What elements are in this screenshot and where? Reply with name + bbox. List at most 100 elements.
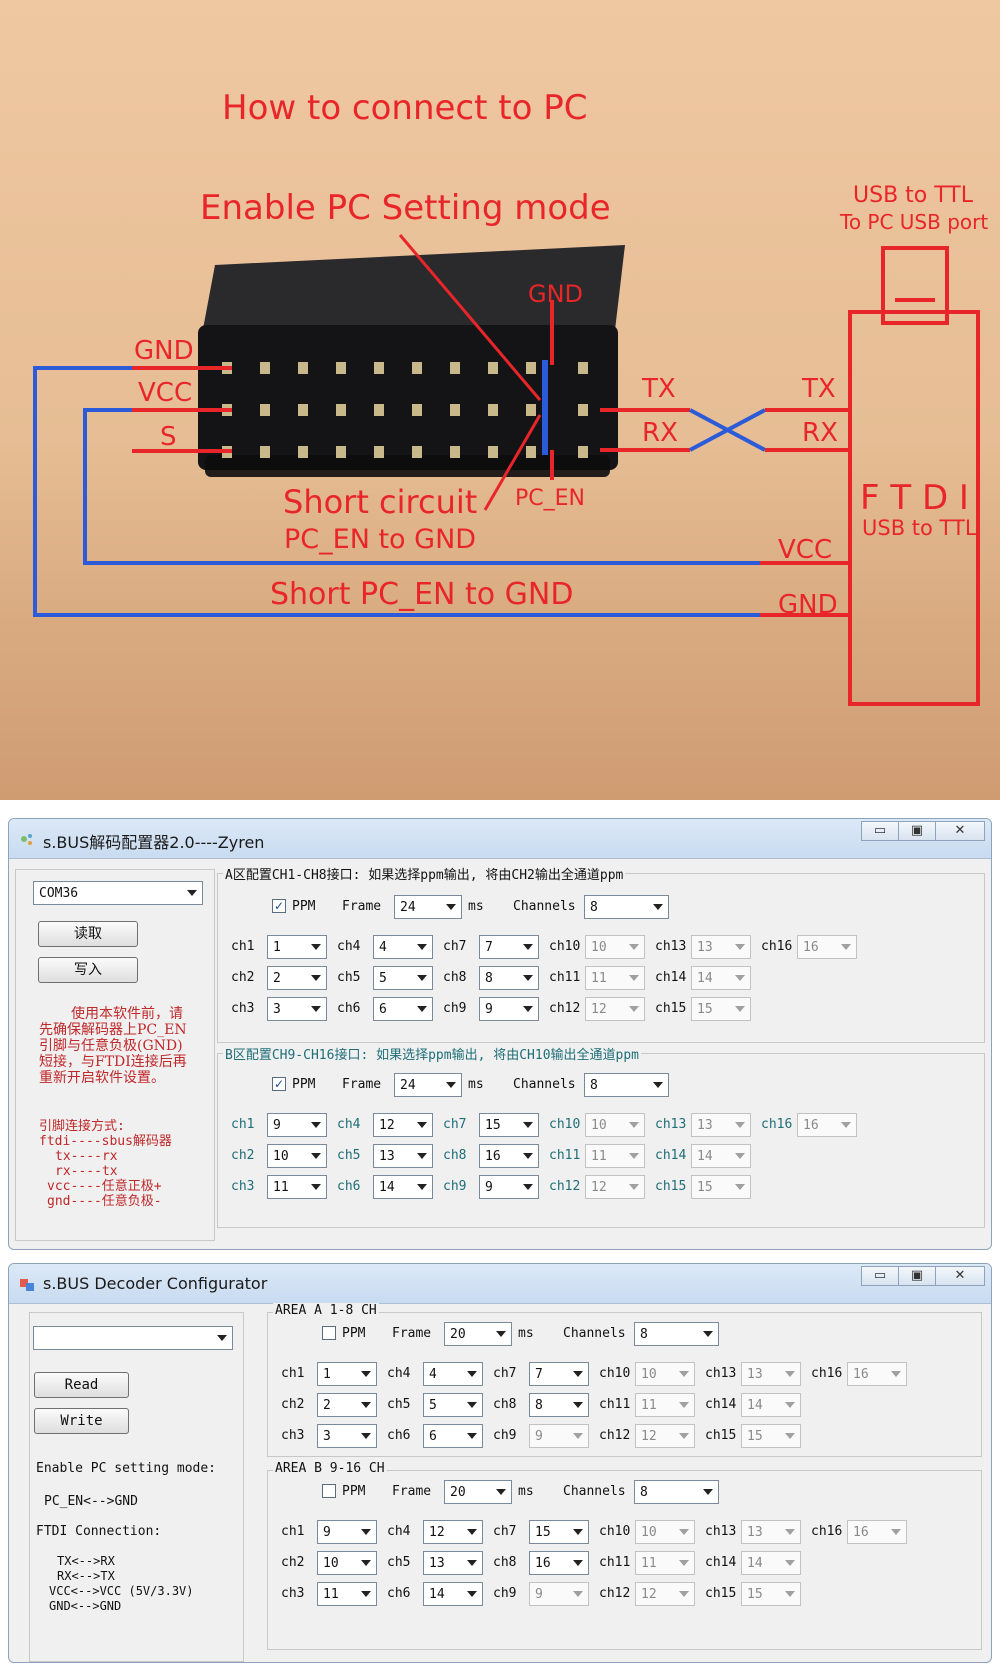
channel-select[interactable]: 9 — [267, 1113, 327, 1137]
note-line: 使用本软件前，请 — [71, 1006, 183, 1022]
channel-select[interactable]: 2 — [317, 1393, 377, 1417]
read-button[interactable]: Read — [34, 1372, 129, 1398]
channel-select[interactable]: 9 — [479, 1175, 539, 1199]
channel-select[interactable]: 5 — [373, 966, 433, 990]
channel-select[interactable]: 10 — [317, 1551, 377, 1575]
frame-select[interactable]: 20 — [444, 1322, 512, 1346]
channel-select: 13 — [691, 1113, 751, 1137]
channel-select[interactable]: 8 — [479, 966, 539, 990]
channel-select[interactable]: 11 — [267, 1175, 327, 1199]
channel-select[interactable]: 11 — [317, 1582, 377, 1606]
combo-value: 16 — [853, 1367, 869, 1382]
channel-select[interactable]: 1 — [317, 1362, 377, 1386]
combo-value: 24 — [400, 1078, 416, 1093]
tx-left-label: TX — [642, 374, 676, 404]
channel-select[interactable]: 16 — [479, 1144, 539, 1168]
channel-label: ch1 — [281, 1366, 305, 1381]
pin-line: tx----rx — [55, 1149, 118, 1164]
ppm-checkbox[interactable]: ✓ — [272, 1077, 286, 1091]
channel-select: 10 — [585, 1113, 645, 1137]
ppm-checkbox[interactable] — [322, 1326, 336, 1340]
ftdi-box — [848, 310, 980, 706]
channel-select[interactable]: 2 — [267, 966, 327, 990]
channel-select[interactable]: 7 — [529, 1362, 589, 1386]
combo-value: 24 — [400, 900, 416, 915]
channel-label: ch2 — [281, 1397, 305, 1412]
channel-select[interactable]: 15 — [529, 1520, 589, 1544]
connection-line: GND<-->GND — [49, 1599, 122, 1613]
frame-label: Frame — [392, 1484, 432, 1499]
combo-value: 15 — [747, 1587, 763, 1602]
channel-select[interactable]: 13 — [423, 1551, 483, 1575]
channel-select[interactable]: 12 — [423, 1520, 483, 1544]
chevron-down-icon — [467, 1560, 477, 1566]
channel-label: ch11 — [599, 1397, 631, 1412]
channel-select[interactable]: 4 — [423, 1362, 483, 1386]
com-port-select[interactable]: COM36 — [33, 881, 203, 905]
maximize-button[interactable]: ▣ — [898, 821, 936, 841]
combo-value: 9 — [485, 1180, 493, 1195]
channel-select[interactable]: 7 — [479, 935, 539, 959]
channels-select[interactable]: 8 — [584, 1073, 669, 1097]
channel-select[interactable]: 14 — [423, 1582, 483, 1606]
channel-select[interactable]: 12 — [373, 1113, 433, 1137]
maximize-button[interactable]: ▣ — [898, 1266, 936, 1286]
channel-label: ch8 — [443, 1148, 467, 1163]
ppm-checkbox[interactable] — [322, 1484, 336, 1498]
close-button[interactable]: ✕ — [935, 821, 985, 841]
write-button[interactable]: Write — [34, 1408, 129, 1434]
read-button[interactable]: 读取 — [38, 921, 138, 947]
channel-select[interactable]: 15 — [479, 1113, 539, 1137]
header-pin — [526, 446, 536, 458]
channel-label: ch9 — [493, 1428, 517, 1443]
window-title: s.BUS解码配置器2.0----Zyren — [43, 833, 265, 852]
area-frame — [267, 1470, 982, 1650]
combo-value: 8 — [485, 971, 493, 986]
combo-value: 12 — [429, 1525, 445, 1540]
channel-select: 15 — [691, 1175, 751, 1199]
channel-select[interactable]: 8 — [529, 1393, 589, 1417]
chevron-down-icon — [311, 1153, 321, 1159]
channel-label: ch4 — [387, 1366, 411, 1381]
channel-select[interactable]: 16 — [529, 1551, 589, 1575]
channel-select[interactable]: 5 — [423, 1393, 483, 1417]
channel-label: ch6 — [387, 1586, 411, 1601]
ppm-checkbox[interactable]: ✓ — [272, 899, 286, 913]
channel-select[interactable]: 4 — [373, 935, 433, 959]
channel-select[interactable]: 14 — [373, 1175, 433, 1199]
channel-select[interactable]: 1 — [267, 935, 327, 959]
channel-select[interactable]: 3 — [317, 1424, 377, 1448]
channel-select[interactable]: 13 — [373, 1144, 433, 1168]
chevron-down-icon — [785, 1529, 795, 1535]
frame-select[interactable]: 20 — [444, 1480, 512, 1504]
combo-value: 10 — [273, 1149, 289, 1164]
com-port-select[interactable] — [33, 1326, 233, 1350]
channel-select[interactable]: 3 — [267, 997, 327, 1021]
header-pin — [336, 362, 346, 374]
minimize-button[interactable]: ▭ — [861, 1266, 899, 1286]
channels-select[interactable]: 8 — [634, 1480, 719, 1504]
channel-label: ch5 — [337, 1148, 361, 1163]
channel-select[interactable]: 6 — [423, 1424, 483, 1448]
frame-label: Frame — [342, 1077, 382, 1092]
channels-select[interactable]: 8 — [634, 1322, 719, 1346]
minimize-button[interactable]: ▭ — [861, 821, 899, 841]
channel-select[interactable]: 10 — [267, 1144, 327, 1168]
chevron-down-icon — [446, 904, 456, 910]
combo-value: 16 — [535, 1556, 551, 1571]
combo-value: 14 — [697, 971, 713, 986]
channel-label: ch6 — [337, 1179, 361, 1194]
combo-value: 14 — [747, 1398, 763, 1413]
combo-value: 3 — [273, 1002, 281, 1017]
channel-select[interactable]: 6 — [373, 997, 433, 1021]
close-button[interactable]: ✕ — [935, 1266, 985, 1286]
combo-value: 10 — [323, 1556, 339, 1571]
pin-line: 引脚连接方式: — [39, 1119, 125, 1134]
frame-select[interactable]: 24 — [394, 1073, 462, 1097]
write-button[interactable]: 写入 — [38, 957, 138, 983]
combo-value: 16 — [803, 940, 819, 955]
frame-select[interactable]: 24 — [394, 895, 462, 919]
channel-select[interactable]: 9 — [317, 1520, 377, 1544]
channels-select[interactable]: 8 — [584, 895, 669, 919]
channel-select[interactable]: 9 — [479, 997, 539, 1021]
